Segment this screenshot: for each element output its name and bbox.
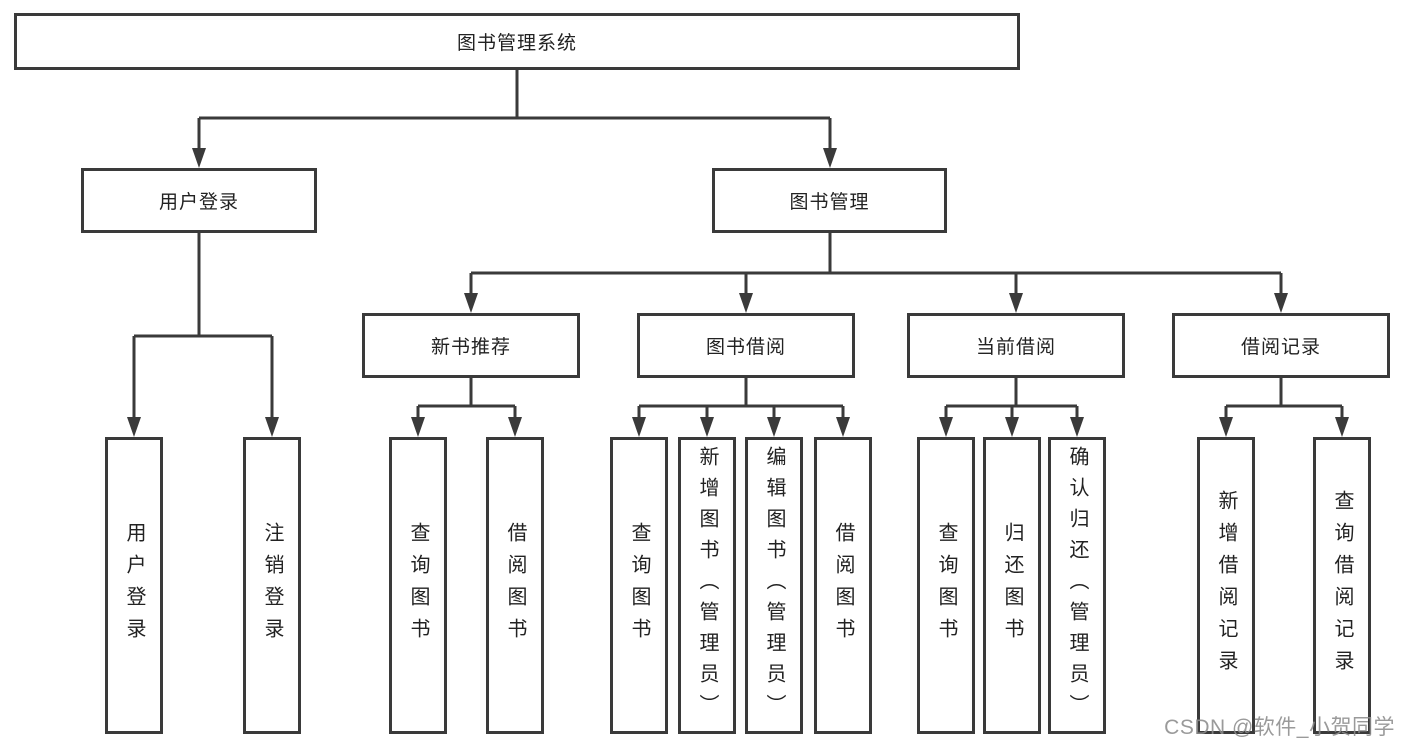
leaf-current-confirm-return-admin: 确认归还（管理员） <box>1048 437 1106 734</box>
leaf-current-return-books-label: 归还图书 <box>1001 521 1023 650</box>
leaf-current-query-books: 查询图书 <box>917 437 975 734</box>
node-user-login-label: 用户登录 <box>158 192 239 213</box>
node-user-login: 用户登录 <box>81 168 317 233</box>
leaf-borrow-edit-books-admin: 编辑图书（管理员） <box>745 437 803 734</box>
node-new-book-recommend: 新书推荐 <box>362 313 580 378</box>
leaf-borrow-borrow-books-label: 借阅图书 <box>832 521 854 650</box>
node-current-borrowing-label: 当前借阅 <box>975 337 1056 358</box>
leaf-current-return-books: 归还图书 <box>983 437 1041 734</box>
leaf-logout-label: 注销登录 <box>261 521 283 650</box>
leaf-borrow-query-books: 查询图书 <box>610 437 668 734</box>
leaf-records-add-record: 新增借阅记录 <box>1197 437 1255 734</box>
leaf-records-query-record-label: 查询借阅记录 <box>1331 489 1353 682</box>
node-book-borrowing: 图书借阅 <box>637 313 855 378</box>
watermark: CSDN @软件_小贺同学 <box>1164 716 1395 739</box>
leaf-current-query-books-label: 查询图书 <box>935 521 957 650</box>
leaf-borrow-add-books-admin-label: 新增图书（管理员） <box>696 446 718 725</box>
node-current-borrowing: 当前借阅 <box>907 313 1125 378</box>
node-book-management: 图书管理 <box>712 168 947 233</box>
leaf-borrow-borrow-books: 借阅图书 <box>814 437 872 734</box>
node-borrowing-records: 借阅记录 <box>1172 313 1390 378</box>
leaf-user-login-label: 用户登录 <box>123 521 145 650</box>
node-root-label: 图书管理系统 <box>456 33 577 54</box>
leaf-borrow-add-books-admin: 新增图书（管理员） <box>678 437 736 734</box>
leaf-records-add-record-label: 新增借阅记录 <box>1215 489 1237 682</box>
leaf-logout: 注销登录 <box>243 437 301 734</box>
leaf-newbooks-query-books: 查询图书 <box>389 437 447 734</box>
leaf-current-confirm-return-admin-label: 确认归还（管理员） <box>1066 446 1088 725</box>
node-book-borrowing-label: 图书借阅 <box>705 337 786 358</box>
node-new-book-recommend-label: 新书推荐 <box>430 337 511 358</box>
node-book-management-label: 图书管理 <box>789 192 870 213</box>
leaf-newbooks-borrow-books: 借阅图书 <box>486 437 544 734</box>
leaf-borrow-query-books-label: 查询图书 <box>628 521 650 650</box>
leaf-newbooks-borrow-books-label: 借阅图书 <box>504 521 526 650</box>
leaf-records-query-record: 查询借阅记录 <box>1313 437 1371 734</box>
node-root: 图书管理系统 <box>14 13 1020 70</box>
node-borrowing-records-label: 借阅记录 <box>1240 337 1321 358</box>
leaf-user-login: 用户登录 <box>105 437 163 734</box>
leaf-newbooks-query-books-label: 查询图书 <box>407 521 429 650</box>
leaf-borrow-edit-books-admin-label: 编辑图书（管理员） <box>763 446 785 725</box>
